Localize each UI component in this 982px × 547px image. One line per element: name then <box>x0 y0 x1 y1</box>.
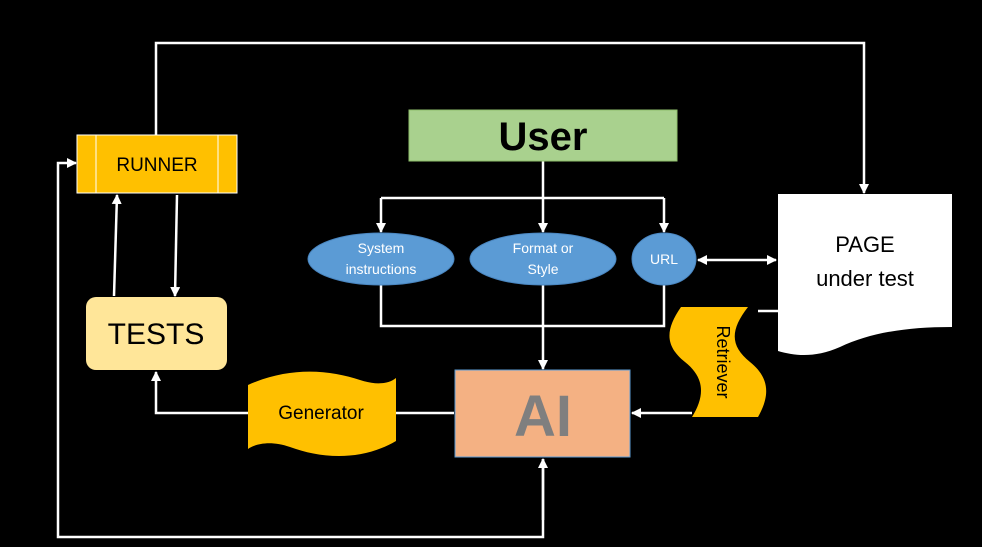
page-node: PAGE under test <box>778 194 952 356</box>
runner-label: RUNNER <box>116 155 197 176</box>
format-or-style-node: Format or Style <box>469 232 617 286</box>
url-ellipse <box>631 232 697 286</box>
url-label: URL <box>650 251 678 267</box>
format-or-style-ellipse <box>469 232 617 286</box>
format-or-style-line1: Format or <box>513 240 574 256</box>
user-node: User <box>408 109 678 162</box>
format-or-style-line2: Style <box>527 261 558 277</box>
system-instructions-ellipse <box>307 232 455 286</box>
connector-generator-to-tests <box>151 371 248 415</box>
system-instructions-node: System instructions <box>307 232 455 286</box>
retriever-wave-shape <box>669 307 767 417</box>
generator-node: Generator <box>248 371 396 457</box>
runner-box <box>76 134 238 194</box>
connector-system-merge <box>379 284 666 328</box>
runner-node: RUNNER <box>76 134 238 194</box>
tests-node: TESTS <box>86 297 227 370</box>
tests-label: TESTS <box>108 318 205 351</box>
ai-box <box>454 369 631 458</box>
page-line1: PAGE <box>835 232 895 257</box>
connector-runner-to-page <box>154 41 869 194</box>
tests-box <box>86 297 227 370</box>
system-instructions-line1: System <box>358 240 405 256</box>
generator-wave-shape <box>248 371 396 457</box>
url-node: URL <box>631 232 697 286</box>
connectors <box>56 41 869 539</box>
connector-runner-to-tests <box>170 194 181 297</box>
ai-label: AI <box>514 384 572 449</box>
system-instructions-line2: instructions <box>346 261 417 277</box>
generator-label: Generator <box>278 403 364 424</box>
retriever-label: Retriever <box>713 325 733 398</box>
connector-tests-to-runner <box>111 194 122 297</box>
ai-node: AI <box>454 369 631 458</box>
retriever-node: Retriever <box>669 307 767 417</box>
page-document-shape <box>778 194 952 356</box>
page-line2: under test <box>816 266 914 291</box>
user-box <box>408 109 678 162</box>
user-label: User <box>499 115 588 159</box>
